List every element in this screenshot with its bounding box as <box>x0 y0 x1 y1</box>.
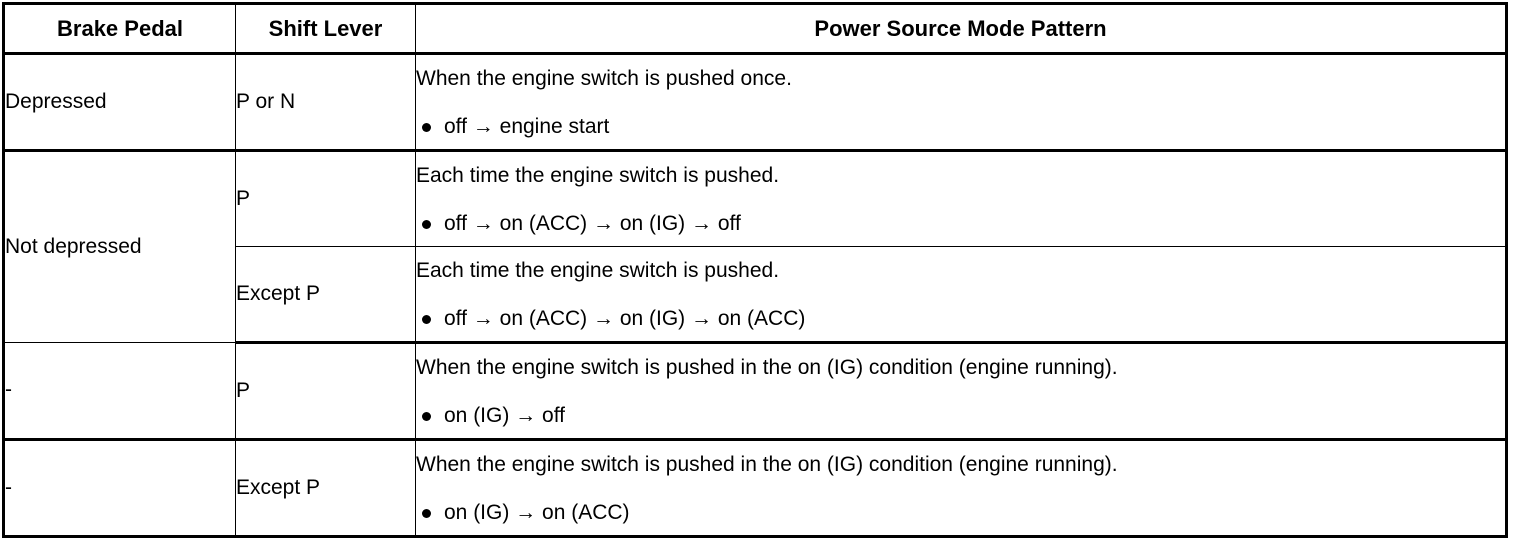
cell-power-source-mode-pattern: Each time the engine switch is pushed. o… <box>415 150 1507 247</box>
power-pattern-bullet-item: off → engine start <box>416 114 1505 140</box>
table-row: - P When the engine switch is pushed in … <box>3 341 1507 441</box>
power-pattern-bullet-text: off → on (ACC) → on (IG) → on (ACC) <box>444 306 806 330</box>
power-pattern-heading: When the engine switch is pushed in the … <box>416 452 1118 476</box>
cell-brake-pedal: - <box>3 341 236 441</box>
power-pattern-bullet-item: on (IG) → on (ACC) <box>416 500 1505 526</box>
cell-shift-lever: Except P <box>235 438 416 538</box>
cell-power-source-mode-pattern: When the engine switch is pushed in the … <box>415 341 1507 441</box>
cell-shift-lever: P or N <box>235 52 416 153</box>
column-header-shift-lever: Shift Lever <box>235 3 416 55</box>
table-header: Brake Pedal Shift Lever Power Source Mod… <box>3 3 1507 55</box>
power-pattern-heading: Each time the engine switch is pushed. <box>416 163 780 187</box>
power-pattern-heading: Each time the engine switch is pushed. <box>416 258 780 282</box>
power-pattern-bullet-item: off → on (ACC) → on (IG) → on (ACC) <box>416 306 1505 332</box>
table-row: Not depressed P Each time the engine swi… <box>3 150 1507 343</box>
column-header-brake-pedal: Brake Pedal <box>3 3 236 55</box>
power-pattern-bullet-text: on (IG) → off <box>444 403 565 427</box>
power-pattern-heading: When the engine switch is pushed once. <box>416 66 792 90</box>
power-pattern-bullet-item: on (IG) → off <box>416 403 1505 429</box>
power-pattern-bullet-item: off → on (ACC) → on (IG) → off <box>416 211 1505 237</box>
header-row: Brake Pedal Shift Lever Power Source Mod… <box>3 3 1507 55</box>
table-row: Except P Each time the engine switch is … <box>4 245 1507 344</box>
power-source-mode-pattern-table: Brake Pedal Shift Lever Power Source Mod… <box>2 2 1508 538</box>
bullet-dot-icon <box>422 509 431 519</box>
power-source-mode-table-container: Brake Pedal Shift Lever Power Source Mod… <box>2 2 1508 538</box>
table-row: - Except P When the engine switch is pus… <box>3 438 1507 538</box>
bullet-dot-icon <box>422 314 431 324</box>
cell-power-source-mode-pattern: When the engine switch is pushed in the … <box>415 438 1507 538</box>
table-row: Depressed P or N When the engine switch … <box>3 52 1507 153</box>
cell-shift-lever: P <box>235 150 416 247</box>
column-header-power-source-mode-pattern: Power Source Mode Pattern <box>415 3 1507 55</box>
power-pattern-bullet-text: on (IG) → on (ACC) <box>444 500 630 524</box>
cell-shift-lever: Except P <box>235 245 416 344</box>
power-pattern-heading: When the engine switch is pushed in the … <box>416 355 1118 379</box>
cell-brake-pedal: - <box>3 438 236 538</box>
bullet-dot-icon <box>422 411 431 421</box>
bullet-dot-icon <box>422 123 431 133</box>
power-pattern-bullet-text: off → on (ACC) → on (IG) → off <box>444 212 741 235</box>
table-body: Depressed P or N When the engine switch … <box>3 52 1507 538</box>
cell-brake-pedal: Not depressed <box>3 150 236 343</box>
power-pattern-bullet-text: off → engine start <box>444 115 610 139</box>
bullet-dot-icon <box>422 220 431 230</box>
cell-power-source-mode-pattern: Each time the engine switch is pushed. o… <box>415 245 1507 344</box>
cell-brake-pedal: Depressed <box>3 52 236 153</box>
cell-shift-lever: P <box>235 341 416 441</box>
cell-power-source-mode-pattern: When the engine switch is pushed once. o… <box>415 52 1507 153</box>
